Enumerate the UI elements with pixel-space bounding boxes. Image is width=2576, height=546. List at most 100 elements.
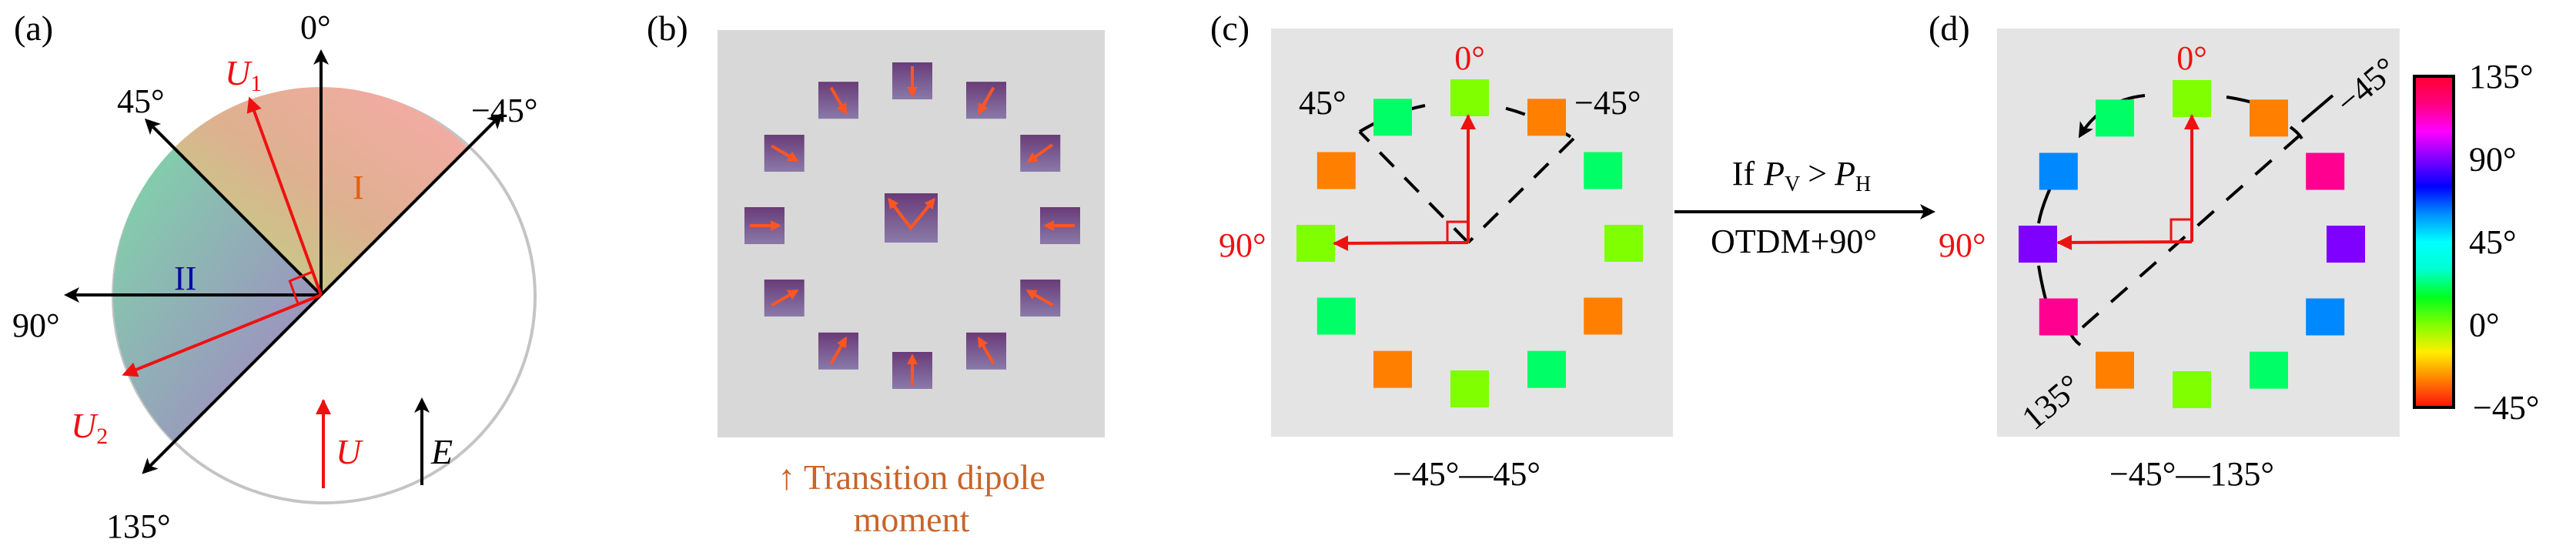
dipole-box xyxy=(966,82,1006,119)
right-angle-marker xyxy=(2170,218,2192,242)
dipole-box xyxy=(818,332,858,370)
orientation-square xyxy=(1450,370,1489,407)
orientation-square xyxy=(1584,152,1623,189)
orientation-square xyxy=(2173,80,2211,117)
panel-d-caption: −45°—135° xyxy=(2109,455,2274,493)
colorbar-tick-label: −45° xyxy=(2473,389,2539,427)
e-legend-label: E xyxy=(430,432,453,471)
dipole-ring xyxy=(744,62,1080,389)
dipole-box xyxy=(892,62,932,99)
orientation-square xyxy=(2019,226,2057,263)
panel-c-caption: −45°—45° xyxy=(1393,455,1541,493)
colorbar-tick-label: 45° xyxy=(2469,223,2517,261)
dipole-box xyxy=(764,135,805,172)
label-left-90deg: 90° xyxy=(1939,226,1986,264)
panel-d: (d) 0° 90° −45° 135° −45°—135° xyxy=(1929,8,2404,493)
center-dipole-box xyxy=(885,193,938,243)
orientation-square xyxy=(2327,226,2365,263)
label-45deg: 45° xyxy=(1299,84,1347,122)
dipole-box xyxy=(744,207,785,244)
orientation-square-ring xyxy=(1296,79,1643,407)
u1-vector-arrow xyxy=(246,96,323,296)
dipole-box xyxy=(818,82,858,119)
panel-b: (b) ↑ Transition dipole moment xyxy=(647,8,1105,539)
label-left-90deg: 90° xyxy=(1219,226,1266,264)
center-dipole-left-arrow xyxy=(888,197,902,216)
label-0deg: 0° xyxy=(300,8,331,46)
label-minus45deg: −45° xyxy=(471,92,537,129)
panel-c: (c) 0° 90° 45° −45° −45°—45° xyxy=(1210,8,1673,493)
orientation-square xyxy=(1527,99,1566,136)
orientation-square xyxy=(2306,152,2345,190)
dashed-diagonal xyxy=(2081,133,2302,329)
orientation-square xyxy=(2039,298,2078,336)
right-angle-marker xyxy=(288,270,313,305)
dipole-box xyxy=(1020,135,1061,172)
region-ii-label: II xyxy=(174,260,196,297)
transition-dipole-arrow xyxy=(771,289,799,307)
orientation-square xyxy=(1373,350,1412,388)
transition-dipole-arrow xyxy=(829,336,848,365)
panel-c-letter: (c) xyxy=(1210,8,1250,48)
transition-dipole-arrow xyxy=(977,86,995,116)
orientation-square xyxy=(1584,297,1623,335)
orientation-square xyxy=(1373,99,1412,136)
region-i-label: I xyxy=(353,169,364,206)
orientation-square xyxy=(1316,297,1356,335)
label-top-0deg: 0° xyxy=(1454,39,1485,77)
label-90deg: 90° xyxy=(12,306,60,344)
dipole-box xyxy=(966,332,1006,370)
orientation-square-ring xyxy=(2019,80,2365,408)
dipole-box xyxy=(1020,280,1061,317)
diagonal-tick-upper xyxy=(2300,94,2334,123)
orientation-square xyxy=(1316,152,1356,189)
transition-dipole-arrow xyxy=(1026,143,1053,163)
u2-vector-arrow xyxy=(122,293,322,377)
panel-b-caption-line1: ↑ Transition dipole xyxy=(778,457,1045,497)
colorbar-tick-label: 135° xyxy=(2469,58,2534,95)
dipole-box xyxy=(892,352,932,389)
orientation-square xyxy=(2306,298,2345,336)
panel-b-caption-line2: moment xyxy=(854,500,970,539)
u-legend-label: U xyxy=(336,432,363,471)
transition-dipole-arrow xyxy=(1025,289,1054,307)
colorbar: 135°90°45°0°−45° xyxy=(2413,58,2539,427)
orientation-square xyxy=(2096,99,2134,137)
panel-d-letter: (d) xyxy=(1929,8,1970,48)
orientation-square xyxy=(1296,225,1335,262)
dashed-sector-lines xyxy=(1358,130,1575,244)
red-arrow-90deg xyxy=(2056,234,2193,250)
orientation-square xyxy=(1450,79,1489,116)
transition-dipole-arrow xyxy=(771,144,799,162)
colorbar-gradient xyxy=(2413,75,2455,409)
orientation-square xyxy=(1604,225,1643,262)
panel-b-letter: (b) xyxy=(647,8,688,48)
center-dipole-right-arrow xyxy=(920,197,935,216)
axis-135deg-arrow xyxy=(142,293,323,474)
u1-label: U1 xyxy=(225,53,262,96)
transition-dipole-arrow xyxy=(829,86,848,116)
orientation-square xyxy=(1527,350,1566,388)
operation-text: OTDM+90° xyxy=(1711,223,1877,260)
transition-dipole-arrow xyxy=(977,336,995,365)
label-135deg: 135° xyxy=(106,507,171,545)
axis-minus45deg-arrow xyxy=(319,112,503,296)
colorbar-ticks: 135°90°45°0°−45° xyxy=(2469,58,2539,427)
orientation-square xyxy=(2096,351,2134,389)
orientation-square xyxy=(2173,371,2211,408)
panel-a: (a) 0° 45° −45° 90° 135° I II U1 U2 U E xyxy=(12,8,537,545)
dipole-box xyxy=(764,280,805,317)
axis-45deg-arrow xyxy=(144,118,323,296)
panel-a-letter: (a) xyxy=(14,8,53,48)
orientation-square xyxy=(2250,351,2288,389)
label-45deg: 45° xyxy=(117,82,165,120)
u2-label: U2 xyxy=(71,406,108,449)
right-angle-marker xyxy=(1446,220,1468,243)
label-minus45deg: −45° xyxy=(1574,84,1641,122)
colorbar-tick-label: 90° xyxy=(2469,141,2517,179)
center-dipole xyxy=(885,193,938,243)
orientation-square xyxy=(2250,99,2288,137)
